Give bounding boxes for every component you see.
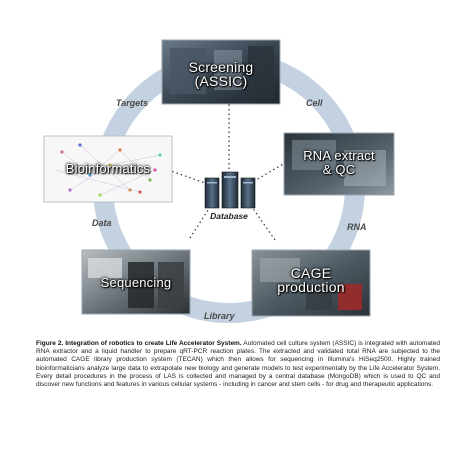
cage-production-photo	[251, 249, 371, 317]
database-links	[167, 100, 291, 241]
pipeline-diagram	[43, 39, 395, 323]
edge-label-library: Library	[204, 311, 235, 321]
edge-label-targets: Targets	[116, 98, 149, 108]
edge-label-rna: RNA	[347, 222, 367, 232]
cage-production-label: CAGE production	[277, 265, 345, 295]
rna-extract-label: RNA extract & QC	[303, 148, 375, 177]
figure-caption: Figure 2. Integration of robotics to cre…	[36, 340, 440, 389]
screening-photo	[161, 39, 281, 105]
database-label: Database	[210, 211, 248, 221]
edge-label-cell: Cell	[306, 98, 323, 108]
edge-label-data: Data	[92, 218, 112, 228]
screening-label: Screening (ASSIC)	[188, 59, 254, 89]
database-servers-icon	[204, 171, 256, 209]
bioinformatics-network	[43, 135, 173, 203]
rna-extract-photo	[283, 132, 395, 196]
caption-body: Automated cell culture system (ASSIC) is…	[36, 340, 440, 389]
caption-title: Figure 2. Integration of robotics to cre…	[36, 340, 242, 347]
bioinformatics-label: Bioinformatics	[65, 161, 151, 176]
sequencing-photo	[81, 249, 191, 315]
sequencing-label: Sequencing	[100, 275, 172, 290]
